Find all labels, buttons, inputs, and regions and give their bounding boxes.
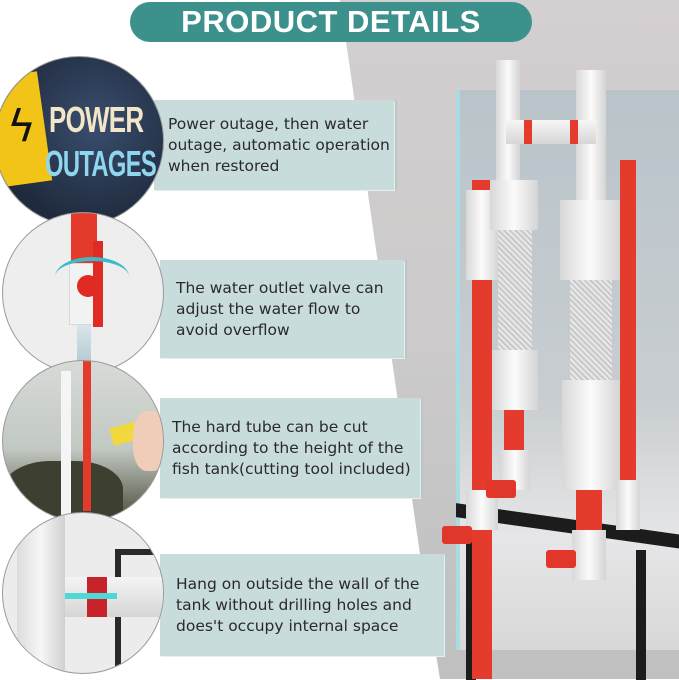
feature-card-power-outage: Power outage, then water outage, automat… — [154, 100, 394, 190]
feature-text: The water outlet valve can adjust the wa… — [176, 278, 384, 339]
feature-card-valve: The water outlet valve can adjust the wa… — [160, 260, 404, 358]
red-ring — [570, 120, 578, 144]
feature-card-hang-on: Hang on outside the wall of the tank wit… — [160, 554, 444, 656]
valve-handle-icon — [442, 526, 472, 544]
filter-mesh — [570, 280, 612, 380]
feature-text: The hard tube can be cut according to th… — [172, 417, 411, 478]
intake-strainer — [616, 480, 640, 530]
white-pipe — [17, 513, 65, 673]
filter-cap — [560, 200, 620, 280]
ruler — [61, 371, 71, 521]
image-text-outages: OUTAGES — [45, 143, 157, 184]
filter-base — [562, 380, 620, 490]
page-title: PRODUCT DETAILS — [130, 2, 532, 42]
stand-leg — [636, 550, 646, 680]
feature-text: Power outage, then water outage, automat… — [168, 114, 390, 175]
red-pipe — [576, 490, 602, 530]
rotate-arrow-icon — [55, 257, 129, 297]
double-arrow-icon — [65, 593, 117, 599]
red-hard-tube — [83, 361, 91, 511]
filter-mesh — [498, 230, 532, 350]
tank-frame — [115, 549, 163, 555]
cross-pipe — [506, 120, 596, 144]
product-photo-aquarium-overflow — [436, 50, 679, 680]
red-outlet-pipe — [472, 180, 492, 679]
image-text-power: POWER — [49, 99, 144, 140]
lightning-bolt-icon: ϟ — [7, 101, 37, 152]
red-ring — [524, 120, 532, 144]
filter-cap — [490, 180, 538, 230]
red-pipe — [620, 160, 636, 490]
valve-handle-icon — [486, 480, 516, 498]
hang-on-wall-image — [2, 512, 164, 674]
tube-cutting-image — [2, 360, 164, 522]
valve-handle-icon — [546, 550, 576, 568]
valve-body — [572, 530, 606, 580]
power-outage-image: ϟ POWER OUTAGES — [0, 56, 164, 226]
filter-base — [492, 350, 538, 410]
feature-card-cut-tube: The hard tube can be cut according to th… — [160, 398, 420, 498]
stand-leg — [466, 520, 476, 680]
hand — [133, 411, 163, 471]
feature-text: Hang on outside the wall of the tank wit… — [176, 574, 420, 635]
red-pipe — [504, 410, 524, 450]
valve-image — [2, 212, 164, 374]
